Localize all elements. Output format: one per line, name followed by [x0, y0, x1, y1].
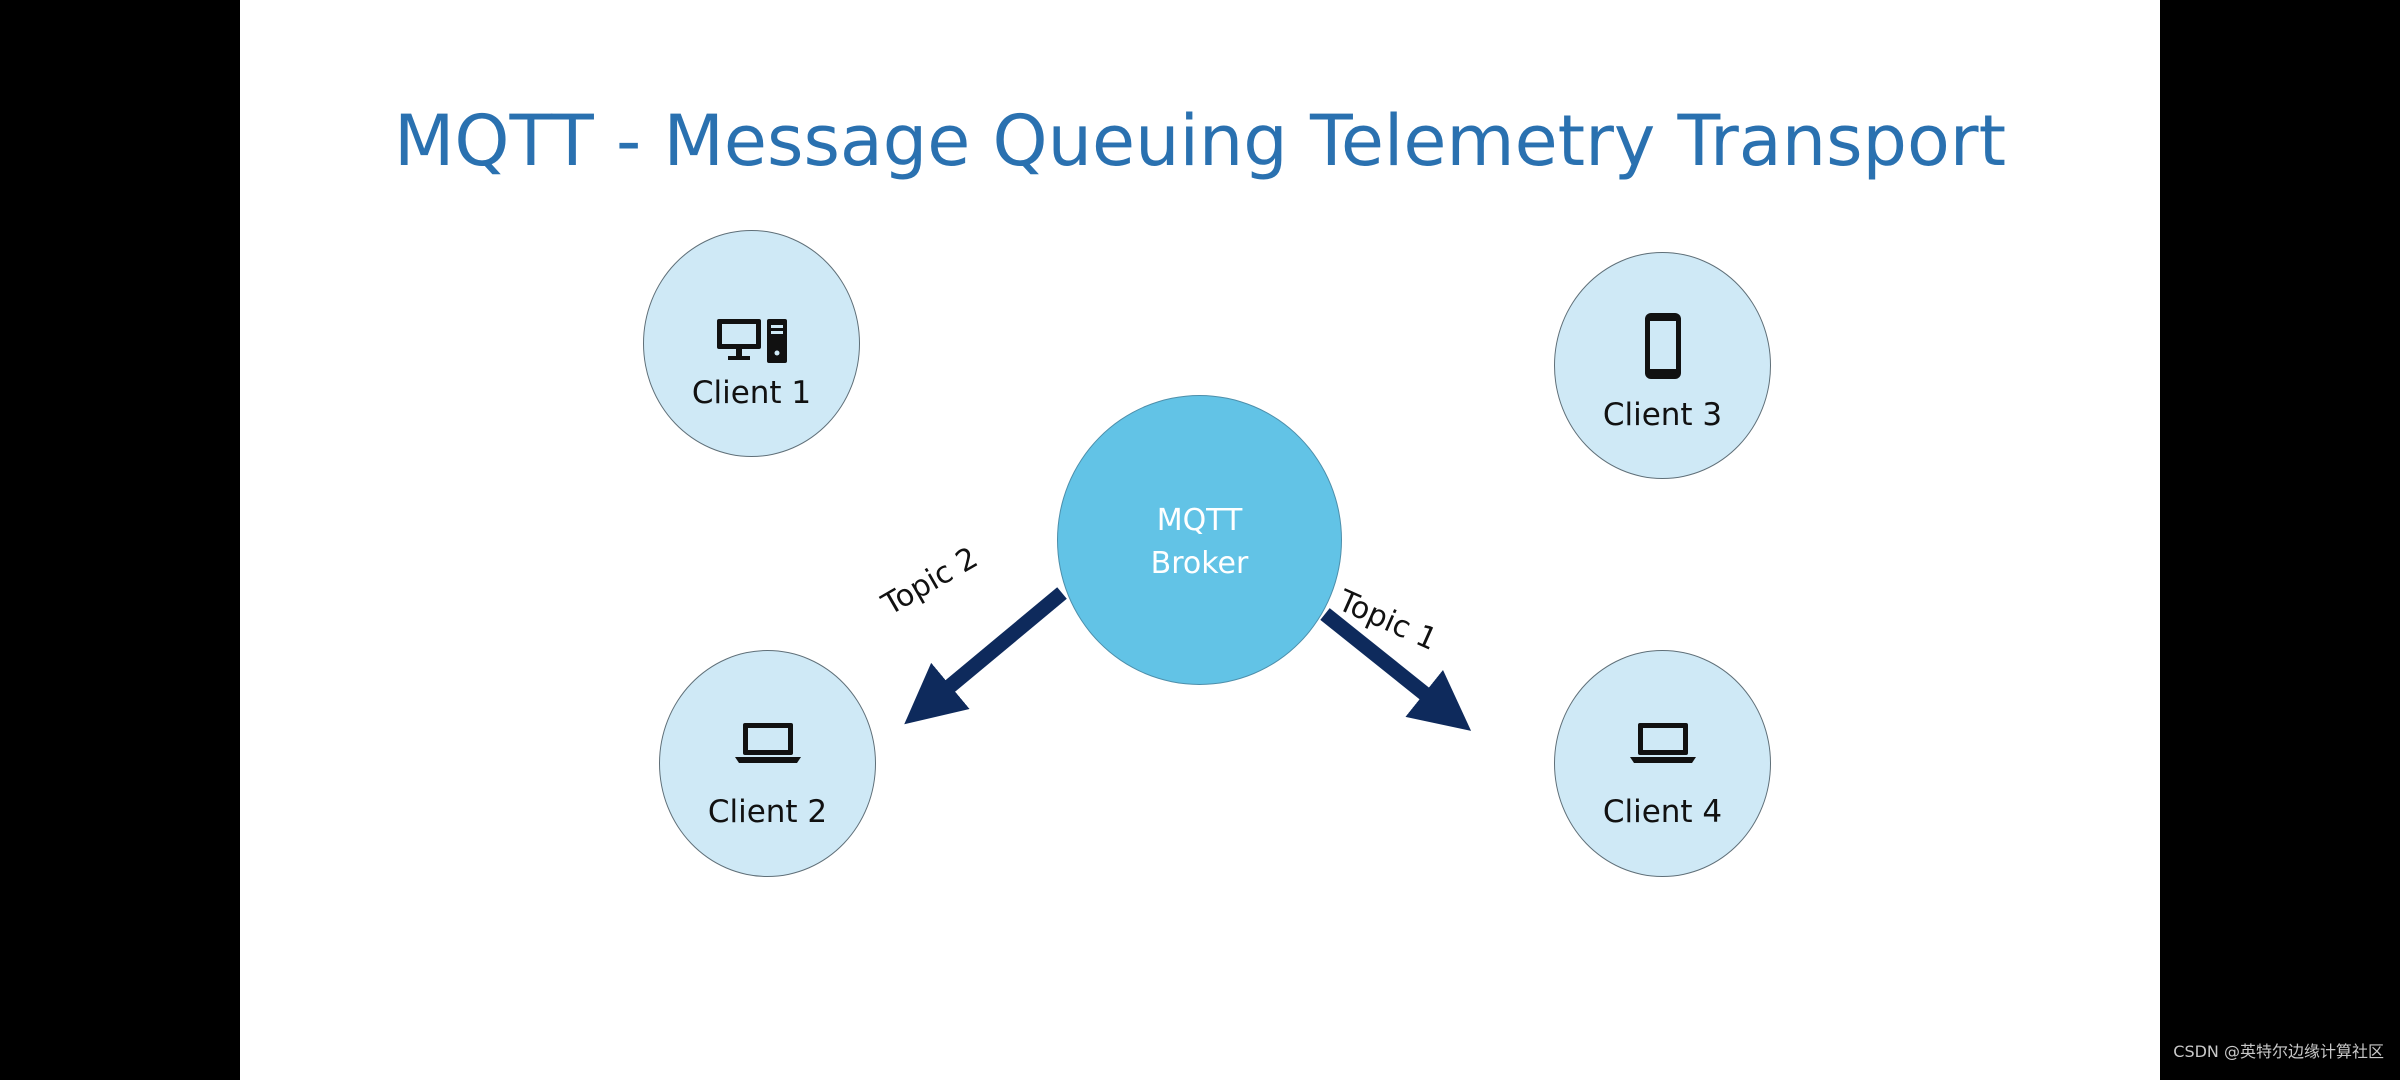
topic-2-arrow	[904, 587, 1067, 725]
client-2-label: Client 2	[707, 794, 828, 830]
client-3-node: Client 3	[1554, 252, 1771, 479]
slide-title: MQTT - Message Queuing Telemetry Transpo…	[393, 100, 2007, 182]
mqtt-broker-node: MQTT Broker	[1057, 395, 1342, 685]
slide: MQTT - Message Queuing Telemetry Transpo…	[240, 0, 2160, 1080]
client-4-label: Client 4	[1602, 794, 1723, 830]
client-3-label: Client 3	[1602, 397, 1723, 433]
client-1-node: Client 1	[643, 230, 860, 457]
watermark: CSDN @英特尔边缘计算社区	[2173, 1042, 2384, 1061]
broker-label-line-1: MQTT	[1156, 503, 1243, 538]
broker-label-line-2: Broker	[1150, 546, 1249, 581]
laptop-icon	[1628, 721, 1698, 770]
arrows-layer	[904, 587, 1472, 731]
client-2-node: Client 2	[659, 650, 876, 877]
client-4-node: Client 4	[1554, 650, 1771, 877]
desktop-computer-icon	[715, 317, 789, 370]
client-1-label: Client 1	[691, 375, 812, 411]
topic-1-arrow	[1320, 608, 1472, 731]
laptop-icon	[733, 721, 803, 770]
smartphone-icon	[1643, 311, 1683, 386]
